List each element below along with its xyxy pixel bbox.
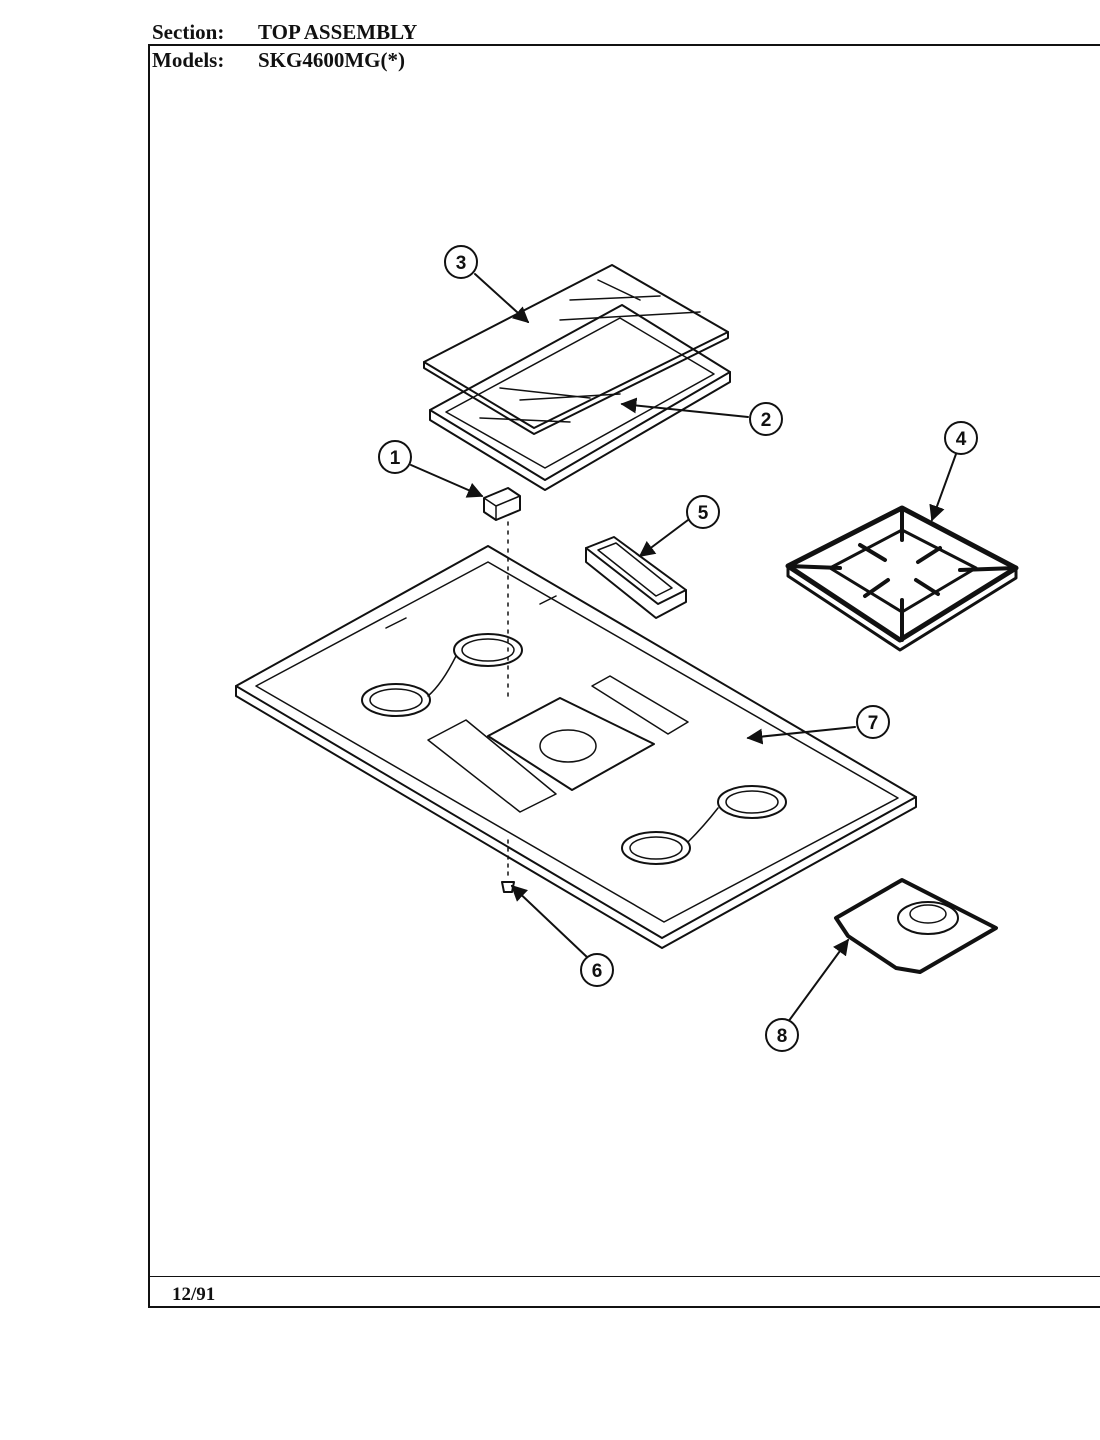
callout-number: 7 [868, 713, 879, 734]
callout-2: 2 [749, 402, 783, 436]
section-label: Section: [152, 20, 225, 44]
cover-plate-part [423, 264, 729, 435]
section-title: TOP ASSEMBLY [258, 20, 418, 44]
callout-4: 4 [944, 421, 978, 455]
leader-2 [620, 397, 749, 418]
leader-4 [929, 453, 957, 522]
models-label: Models: [152, 48, 225, 72]
callout-number: 2 [761, 410, 772, 431]
callout-6: 6 [580, 953, 614, 987]
callout-7: 7 [856, 705, 890, 739]
callout-number: 1 [390, 448, 401, 469]
leader-7 [746, 726, 856, 745]
footer-divider [148, 1276, 1100, 1277]
callout-3: 3 [444, 245, 478, 279]
leader-8 [787, 938, 849, 1023]
leader-lines [410, 273, 957, 1023]
footer-date: 12/91 [172, 1284, 216, 1305]
callout-5: 5 [686, 495, 720, 529]
screw-part [501, 839, 515, 893]
callout-number: 3 [456, 253, 467, 274]
leader-6 [510, 884, 589, 959]
burner-grate-part [785, 505, 1019, 652]
callout-number: 8 [777, 1026, 788, 1047]
callout-number: 5 [698, 503, 709, 524]
callout-1: 1 [378, 440, 412, 474]
cooktop-main-part [235, 545, 917, 949]
callout-number: 4 [956, 429, 967, 450]
clip-part [483, 487, 521, 701]
cover-pan-part [429, 304, 731, 491]
models-value: SKG4600MG(*) [258, 48, 405, 72]
leader-3 [474, 273, 530, 324]
callout-8: 8 [765, 1018, 799, 1052]
leader-1 [410, 464, 484, 498]
callout-number: 6 [592, 961, 603, 982]
diagram-frame [148, 44, 1100, 1308]
burner-bowl-part [834, 878, 998, 974]
tray-part [585, 536, 687, 619]
leader-5 [638, 519, 689, 557]
